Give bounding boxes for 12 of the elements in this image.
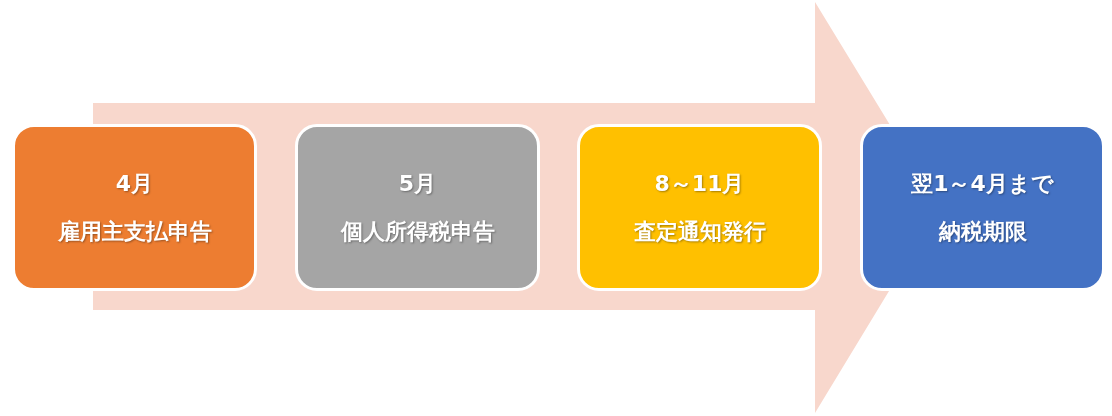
step-box xyxy=(577,124,822,291)
step-box xyxy=(295,124,540,291)
step-label: 納税期限 xyxy=(938,217,1027,246)
step-label: 個人所得税申告 xyxy=(340,217,495,246)
step-box xyxy=(860,124,1105,291)
step-date: 翌1～4月まで xyxy=(911,169,1054,198)
step-date: 5月 xyxy=(398,169,437,198)
step-date: 4月 xyxy=(115,169,154,198)
step-box xyxy=(12,124,257,291)
step-label: 査定通知発行 xyxy=(633,217,766,246)
step-label: 雇用主支払申告 xyxy=(57,217,212,246)
step-date: 8～11月 xyxy=(654,169,745,198)
